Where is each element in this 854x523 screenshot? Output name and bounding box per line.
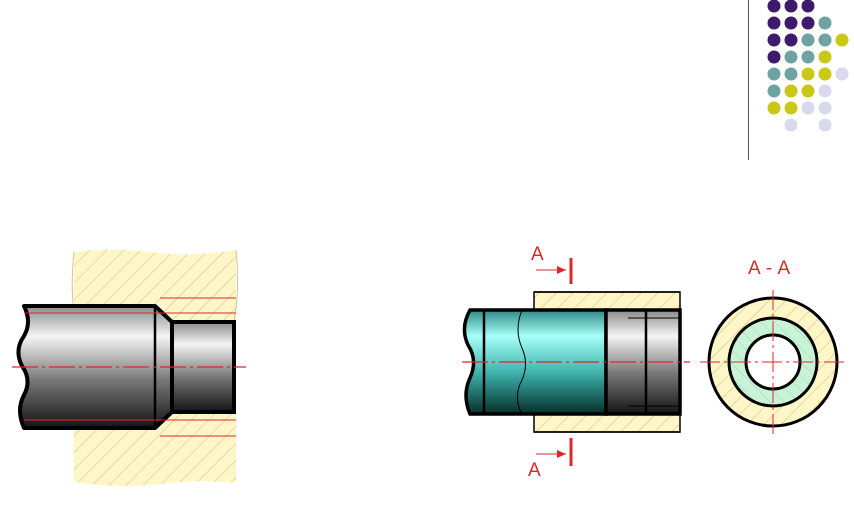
mid-housing-top [533, 291, 681, 311]
decor-dot [835, 67, 849, 81]
mid-housing-bottom [533, 413, 681, 433]
decor-vertical-rule [748, 0, 749, 160]
decor-dot [784, 0, 798, 13]
decor-dot [801, 33, 815, 47]
decor-dot [835, 33, 849, 47]
decor-dot [767, 16, 781, 30]
section-mark-top [536, 258, 573, 284]
decor-dot [767, 33, 781, 47]
left-figure [12, 249, 246, 487]
decor-dot [818, 118, 832, 132]
decor-dot [801, 16, 815, 30]
decor-dot [784, 118, 798, 132]
decor-dot [801, 0, 815, 13]
decor-dot [818, 33, 832, 47]
decor-dot [767, 50, 781, 64]
section-view [700, 290, 846, 434]
decor-dot [818, 84, 832, 98]
section-label-bottom: A [528, 460, 541, 481]
decor-dot [818, 16, 832, 30]
decor-dot [784, 33, 798, 47]
left-housing-top [74, 249, 236, 321]
decor-dot [767, 84, 781, 98]
decor-dot [801, 67, 815, 81]
decor-dot [818, 50, 832, 64]
section-mark-bottom [536, 438, 573, 466]
decor-dot [818, 67, 832, 81]
decor-dot-grid [767, 0, 849, 132]
decor-dot [767, 0, 781, 13]
decor-dot [801, 50, 815, 64]
decor-dot [784, 101, 798, 115]
mid-shaft [462, 308, 608, 416]
middle-figure [462, 258, 690, 466]
decor-dot [818, 101, 832, 115]
decor-dot [784, 67, 798, 81]
decor-dot [784, 50, 798, 64]
decor-dot [784, 16, 798, 30]
decor-dot [767, 101, 781, 115]
section-label-top: A [531, 244, 544, 265]
section-view-label: A - A [748, 258, 791, 279]
decor-dot [784, 84, 798, 98]
decor-dot [801, 84, 815, 98]
decor-dot [767, 67, 781, 81]
decor-dot [801, 101, 815, 115]
left-housing-bottom [74, 412, 236, 487]
